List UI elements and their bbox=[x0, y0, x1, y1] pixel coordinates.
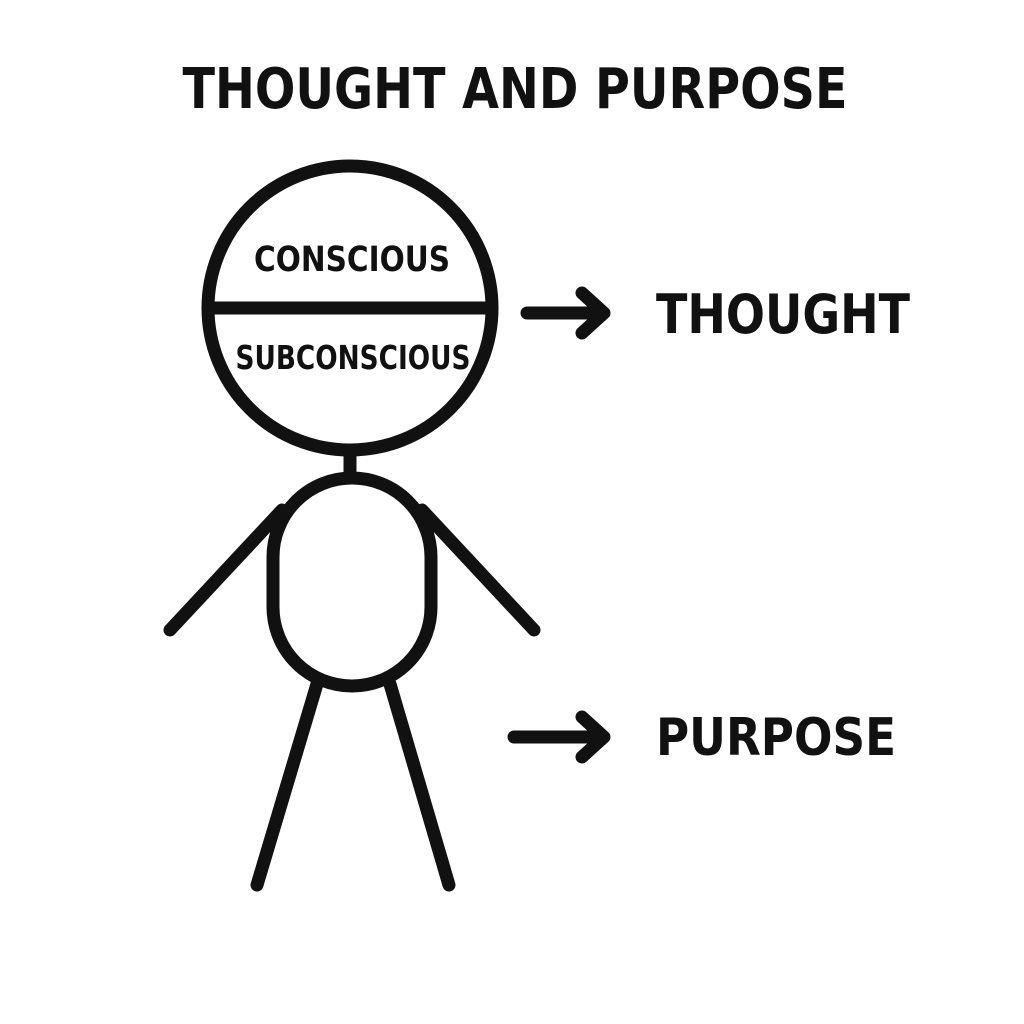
thought-label: THOUGHT bbox=[656, 283, 910, 346]
arrow-thought-icon bbox=[520, 286, 611, 340]
right-arm-line bbox=[415, 503, 541, 637]
left-leg-line bbox=[250, 677, 324, 892]
subconscious-label: SUBCONSCIOUS bbox=[236, 338, 471, 377]
arrow-purpose-icon bbox=[507, 710, 611, 764]
torso-shape bbox=[266, 471, 438, 693]
right-leg-line bbox=[383, 677, 456, 892]
page-title: THOUGHT AND PURPOSE bbox=[183, 57, 848, 122]
purpose-label: PURPOSE bbox=[656, 708, 896, 768]
left-arm-line bbox=[163, 503, 289, 637]
conscious-label: CONSCIOUS bbox=[254, 240, 450, 280]
